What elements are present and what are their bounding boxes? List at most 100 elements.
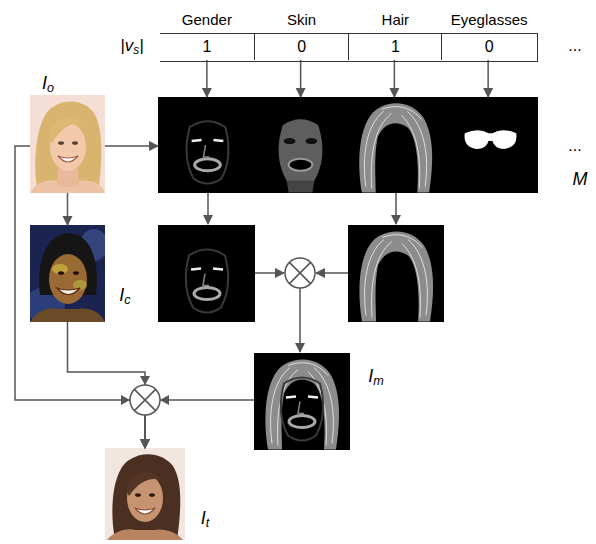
vector-box: |vs|Gender1Skin0Hair1Eyeglasses0 bbox=[160, 33, 538, 62]
operator-circle bbox=[130, 385, 160, 415]
subscript: m bbox=[373, 374, 384, 388]
node-label: Hair bbox=[382, 11, 410, 28]
smile bbox=[135, 508, 155, 514]
vector-cell: Eyeglasses0 bbox=[441, 34, 535, 60]
photo-background bbox=[30, 95, 105, 193]
vector-cell: Skin0 bbox=[254, 34, 348, 60]
face bbox=[127, 474, 163, 522]
eye bbox=[149, 493, 155, 497]
flow-arrow bbox=[316, 272, 348, 274]
gender-mask bbox=[281, 378, 323, 441]
flow-connector bbox=[67, 193, 69, 225]
photo-background bbox=[30, 225, 105, 322]
node-label: Eyeglasses bbox=[451, 11, 528, 28]
operator-cross bbox=[289, 262, 310, 283]
eyeglasses-mask bbox=[465, 130, 517, 149]
selected-mask bbox=[348, 225, 444, 322]
combined-mask bbox=[254, 353, 350, 450]
ellipsis-label: ... bbox=[568, 137, 581, 155]
mask-flow bbox=[208, 193, 396, 352]
smile bbox=[57, 288, 80, 295]
selected-mask bbox=[158, 225, 255, 322]
color-patch bbox=[73, 280, 87, 290]
mask-strip bbox=[158, 97, 538, 193]
flow-arrow bbox=[255, 272, 284, 274]
hair-mask bbox=[359, 231, 433, 321]
bangs bbox=[127, 472, 165, 496]
node-label: Io bbox=[42, 74, 54, 97]
result-photo bbox=[105, 448, 185, 540]
multiply-operator bbox=[285, 258, 315, 288]
flow-connector bbox=[487, 60, 489, 97]
subscript: t bbox=[206, 516, 210, 530]
image-node: It bbox=[105, 448, 185, 540]
hair bbox=[39, 233, 97, 295]
flow-connector bbox=[206, 60, 208, 97]
node-label: Skin bbox=[287, 11, 316, 28]
gender-mask bbox=[187, 121, 229, 183]
smile bbox=[58, 156, 78, 162]
symbol-part: | bbox=[139, 36, 143, 55]
shoulders bbox=[30, 308, 105, 322]
operator-cross bbox=[134, 389, 155, 410]
symbol-part: I bbox=[119, 285, 124, 305]
skin-mask bbox=[279, 119, 323, 192]
node-label: Im bbox=[368, 367, 384, 390]
eye bbox=[58, 271, 64, 275]
flow-connector bbox=[68, 322, 146, 448]
subscript: s bbox=[133, 43, 139, 57]
photo-background bbox=[105, 448, 185, 540]
node-label: It bbox=[201, 509, 210, 532]
flow-connector bbox=[105, 145, 158, 147]
symbol-part: I bbox=[42, 73, 47, 93]
symbol-part: I bbox=[201, 508, 206, 528]
flow-arrow bbox=[395, 193, 397, 224]
vector-cell: Hair1 bbox=[348, 34, 442, 60]
eye bbox=[135, 493, 141, 497]
hair bbox=[35, 101, 101, 193]
vector-cell: Gender1 bbox=[160, 34, 254, 60]
flow-connector bbox=[145, 400, 254, 448]
cell-value: 0 bbox=[485, 38, 494, 56]
multiply-operator bbox=[121, 376, 169, 415]
cell-value: 1 bbox=[202, 38, 211, 56]
eye bbox=[58, 141, 64, 145]
neck bbox=[57, 169, 79, 187]
node-label: M bbox=[573, 170, 588, 190]
symbol-part: I bbox=[368, 366, 373, 386]
gender-mask bbox=[186, 250, 228, 313]
subscript: c bbox=[124, 293, 130, 307]
arrowhead bbox=[121, 376, 169, 405]
hair-mask bbox=[359, 103, 432, 192]
flow-connector bbox=[300, 60, 302, 97]
flow-arrow bbox=[207, 193, 209, 224]
operator-circle bbox=[285, 258, 315, 288]
bangs bbox=[49, 117, 88, 143]
image-node: Ic bbox=[30, 225, 105, 322]
background-patch bbox=[30, 287, 65, 322]
cell-value: 0 bbox=[297, 38, 306, 56]
symbol-part: |v bbox=[120, 36, 133, 55]
eye bbox=[72, 141, 78, 145]
image-node: Im bbox=[254, 353, 350, 450]
flow-connector bbox=[15, 146, 145, 448]
hair-mask bbox=[265, 359, 339, 449]
node-label: Ic bbox=[119, 286, 130, 309]
cell-value: 1 bbox=[391, 38, 400, 56]
source-photo bbox=[30, 95, 105, 193]
background-patch bbox=[80, 229, 105, 261]
color-patch bbox=[52, 264, 68, 274]
image-node: Io bbox=[30, 95, 105, 193]
flow-arrow bbox=[299, 288, 301, 352]
node-label: Gender bbox=[182, 11, 232, 28]
flow-connector bbox=[394, 60, 396, 97]
hair bbox=[112, 454, 180, 540]
eye bbox=[73, 271, 79, 275]
shoulders bbox=[30, 180, 105, 193]
face bbox=[50, 123, 86, 171]
subscript: o bbox=[47, 81, 54, 95]
